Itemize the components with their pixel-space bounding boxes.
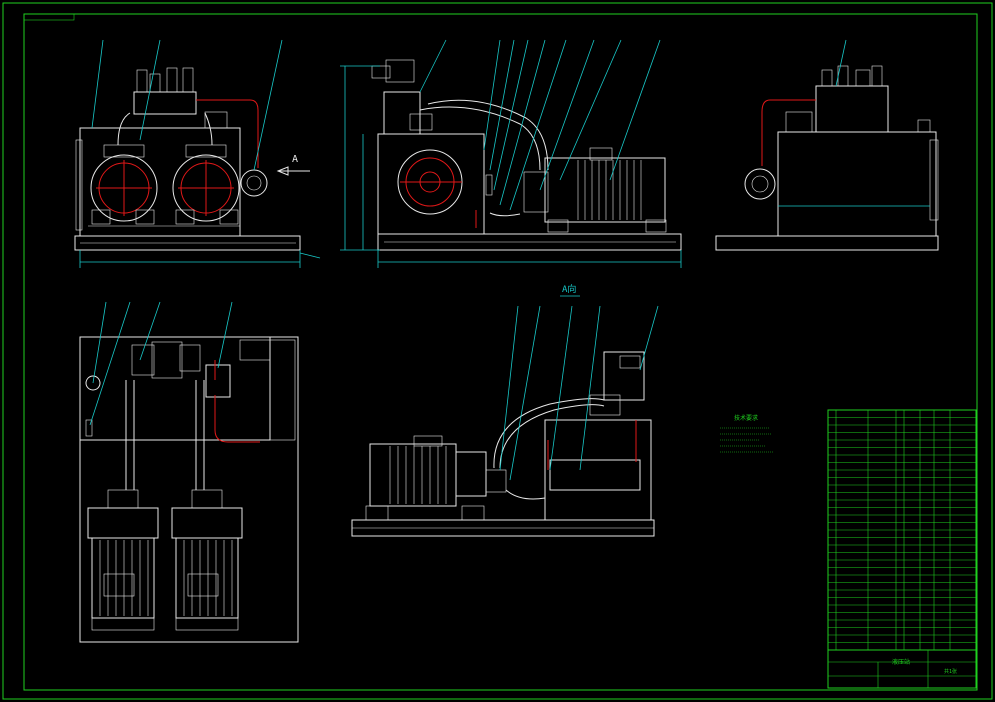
side-view bbox=[340, 39, 682, 268]
drawing-name: 液压站 bbox=[892, 658, 910, 666]
view-a-label: A向 bbox=[562, 283, 576, 295]
section-label: A bbox=[292, 154, 298, 165]
top-view bbox=[79, 301, 299, 643]
view-a: A向 bbox=[351, 283, 659, 537]
parts-list bbox=[827, 409, 977, 689]
sheet-note: 共1张 bbox=[944, 668, 957, 675]
title-block: 液压站 共1张 bbox=[828, 649, 976, 688]
rear-view bbox=[715, 39, 939, 251]
front-view: A bbox=[74, 39, 321, 268]
tech-requirements-title: 技术要求 bbox=[734, 414, 758, 422]
technical-requirements: 技术要求 bbox=[720, 414, 774, 453]
